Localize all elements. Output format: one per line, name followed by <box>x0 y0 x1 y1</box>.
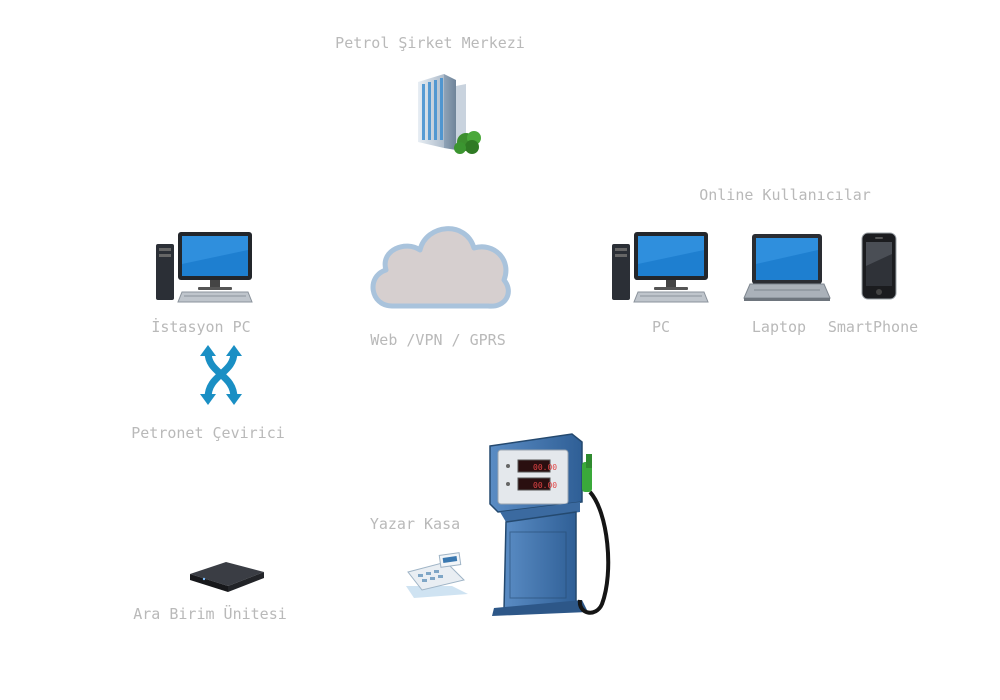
interface-unit-label: Ara Birim Ünitesi <box>133 605 287 623</box>
converter-label: Petronet Çevirici <box>131 424 285 442</box>
desktop-computer-icon <box>152 230 256 306</box>
pump-display-top: 00.00 <box>533 463 558 472</box>
headquarters-label: Petrol Şirket Merkezi <box>335 34 525 52</box>
laptop-label: Laptop <box>751 318 807 336</box>
office-building-icon <box>410 72 490 158</box>
cloud-label: Web /VPN / GPRS <box>370 331 506 349</box>
pump-display-bottom: 00.00 <box>533 481 558 490</box>
crossing-arrows-icon <box>198 344 244 406</box>
media-box-icon <box>186 556 266 596</box>
cloud-icon <box>362 214 516 314</box>
laptop-icon <box>742 232 832 304</box>
cash-register-icon <box>402 550 472 600</box>
desktop-computer-icon <box>608 230 712 306</box>
fuel-pump-icon <box>486 432 616 618</box>
cash-register-label: Yazar Kasa <box>369 515 461 533</box>
online-users-label: Online Kullanıcılar <box>699 186 871 204</box>
pc-label: PC <box>651 318 671 336</box>
smartphone-label: SmartPhone <box>827 318 919 336</box>
smartphone-icon <box>860 232 898 302</box>
station-pc-label: İstasyon PC <box>151 318 251 336</box>
